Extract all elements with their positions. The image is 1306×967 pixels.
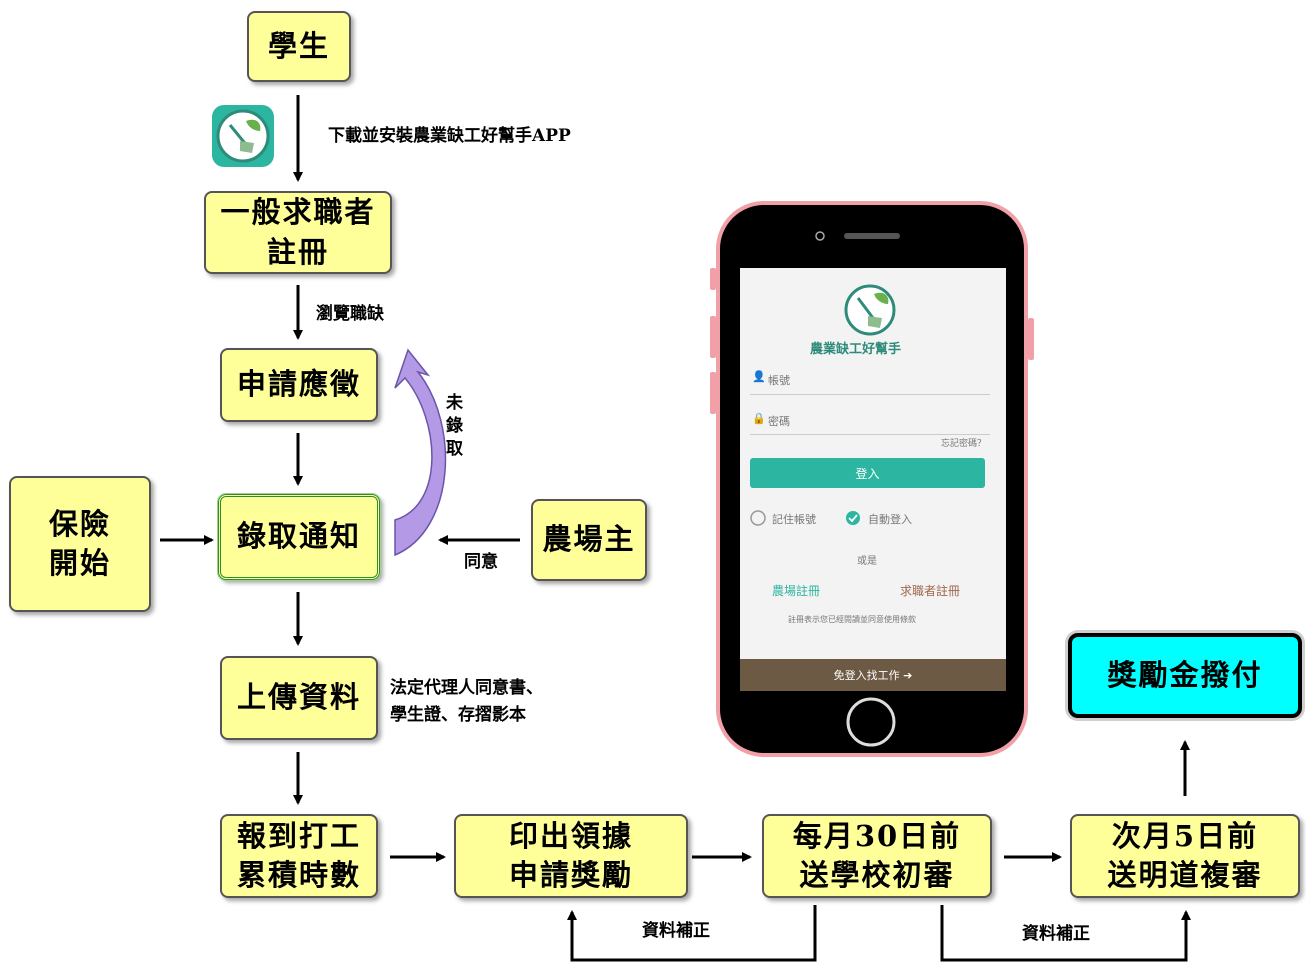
label-correction-1: 資料補正 <box>642 921 710 941</box>
node-admit: 錄取通知 <box>217 493 381 581</box>
user-icon: 👤 <box>752 370 766 383</box>
node-work: 報到打工 累積時數 <box>220 814 378 898</box>
curved-not-admitted-arrow <box>394 348 447 557</box>
phone-side-button <box>710 316 716 358</box>
node-pay: 獎勵金撥付 <box>1068 633 1302 718</box>
app-name: 農業缺工好幫手 <box>810 342 902 357</box>
terms-notice: 註冊表示您已經閱讀並同意使用條款 <box>788 615 916 624</box>
phone-side-button <box>710 268 716 290</box>
account-input[interactable]: 帳號 <box>768 374 790 387</box>
phone-side-button <box>710 372 716 414</box>
label-not-admitted: 未 錄 取 <box>446 393 463 459</box>
node-review: 次月5日前 送明道複審 <box>1070 814 1300 898</box>
divider <box>750 394 990 395</box>
arrow-correction-1 <box>567 905 817 962</box>
auto-login-check-icon[interactable] <box>845 510 861 526</box>
node-apply: 申請應徵 <box>220 348 378 422</box>
divider <box>750 434 990 435</box>
app-login-screen: 農業缺工好幫手 👤 帳號 🔒 密碼 忘記密碼？ 登入 記住帳號 自動登入 或是 … <box>740 268 1006 691</box>
seeker-register-link[interactable]: 求職者註冊 <box>900 584 961 598</box>
login-button[interactable]: 登入 <box>750 458 985 488</box>
app-logo-icon <box>844 284 896 336</box>
node-print: 印出領據 申請獎勵 <box>454 814 688 898</box>
node-farmer: 農場主 <box>531 499 647 581</box>
label-agree: 同意 <box>464 552 498 572</box>
label-docs: 法定代理人同意書、 學生證、存摺影本 <box>390 678 543 726</box>
phone-side-button <box>1028 318 1034 360</box>
node-upload: 上傳資料 <box>220 656 378 740</box>
app-icon <box>212 105 274 167</box>
label-correction-2: 資料補正 <box>1022 924 1090 944</box>
phone-speaker <box>815 231 900 241</box>
arrow-correction-2 <box>940 905 1191 962</box>
node-insurance: 保險 開始 <box>9 476 151 612</box>
forgot-password-link[interactable]: 忘記密碼？ <box>940 439 986 449</box>
password-input[interactable]: 密碼 <box>768 415 790 428</box>
home-button-icon <box>846 697 896 747</box>
auto-login-label: 自動登入 <box>868 513 912 526</box>
node-register: 一般求職者 註冊 <box>204 191 392 274</box>
lock-icon: 🔒 <box>752 412 766 425</box>
node-school: 每月30日前 送學校初審 <box>762 814 992 898</box>
farm-register-link[interactable]: 農場註冊 <box>772 584 821 598</box>
remember-label: 記住帳號 <box>772 513 816 526</box>
guest-search-button[interactable]: 免登入找工作 ➔ <box>740 659 1006 691</box>
label-browse: 瀏覽職缺 <box>316 304 384 324</box>
label-download: 下載並安裝農業缺工好幫手APP <box>328 126 571 146</box>
remember-radio[interactable] <box>750 510 766 526</box>
node-student: 學生 <box>247 11 351 82</box>
or-separator: 或是 <box>857 556 877 567</box>
